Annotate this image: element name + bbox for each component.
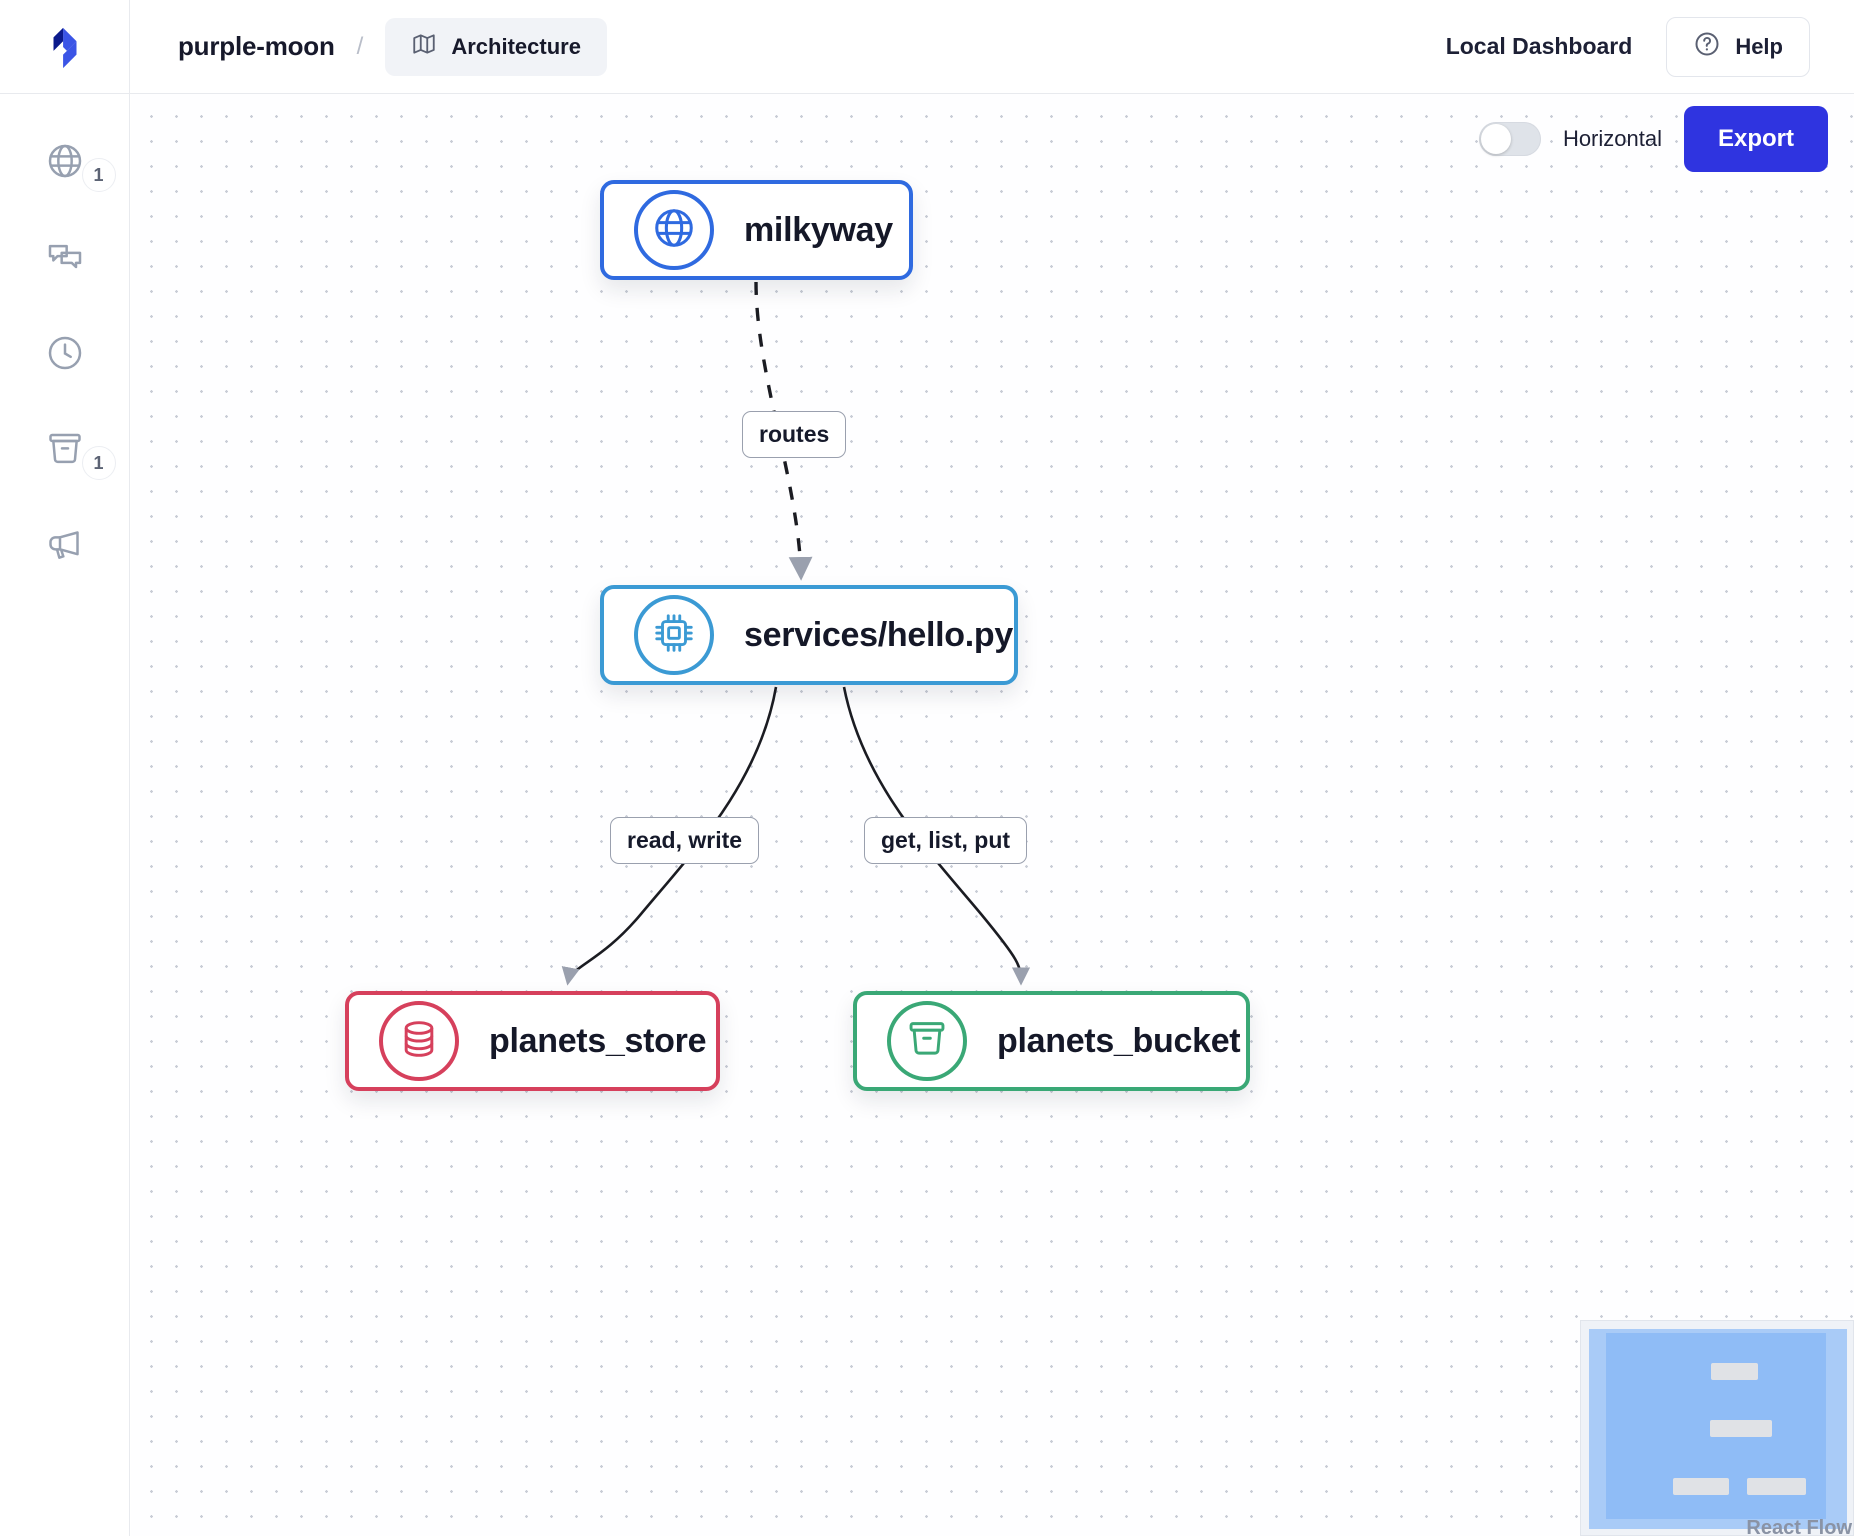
node-milkyway-icon-circle [634, 190, 714, 270]
sidebar-item-globe[interactable]: 1 [28, 126, 116, 196]
edge-routes [754, 281, 813, 581]
minimap-node-store [1673, 1478, 1729, 1495]
sidebar-item-buckets[interactable]: 1 [28, 414, 116, 484]
minimap-node-bucket [1747, 1478, 1806, 1495]
node-planets-store[interactable]: planets_store [345, 991, 720, 1091]
tab-architecture[interactable]: Architecture [385, 17, 607, 76]
cpu-chip-icon [651, 610, 697, 661]
sidebar-item-history[interactable] [28, 318, 102, 388]
chat-bubbles-icon [45, 237, 85, 277]
node-milkyway-label: milkyway [744, 210, 893, 249]
breadcrumb-separator: / [356, 32, 364, 60]
export-button[interactable]: Export [1683, 106, 1828, 172]
minimap-viewport [1606, 1333, 1826, 1519]
node-planets-bucket[interactable]: planets_bucket [853, 991, 1250, 1091]
node-store-label: planets_store [489, 1021, 707, 1060]
sidebar-badge-buckets: 1 [81, 446, 116, 480]
node-service-icon-circle [634, 595, 714, 675]
architecture-canvas[interactable]: milkyway services/hello.py [131, 94, 1854, 1536]
megaphone-icon [45, 525, 85, 565]
app-logo-icon [53, 27, 76, 69]
minimap[interactable] [1580, 1320, 1854, 1536]
node-milkyway[interactable]: milkyway [600, 180, 913, 280]
edges-layer [561, 281, 1031, 986]
node-services-hello-py[interactable]: services/hello.py [600, 585, 1018, 685]
header-right-group: Local Dashboard Help [1445, 16, 1854, 77]
clock-icon [45, 333, 85, 373]
help-button-label: Help [1735, 33, 1783, 59]
minimap-node-milkyway [1711, 1363, 1758, 1380]
help-button[interactable]: Help [1666, 16, 1810, 77]
database-icon [397, 1017, 441, 1066]
edge-label-read-write[interactable]: read, write [610, 817, 760, 864]
top-header: purple-moon / Architecture Local Dashboa… [0, 0, 1854, 94]
bucket-icon [905, 1017, 949, 1066]
node-bucket-icon-circle [887, 1001, 967, 1081]
edge-label-routes[interactable]: routes [742, 411, 847, 458]
minimap-node-service [1710, 1420, 1772, 1437]
edge-label-get-list-put[interactable]: get, list, put [864, 817, 1028, 864]
react-flow-attribution[interactable]: React Flow [1746, 1517, 1852, 1536]
orientation-toggle-knob [1480, 124, 1511, 154]
edge-read-write [561, 686, 778, 986]
local-dashboard-label: Local Dashboard [1445, 33, 1633, 59]
node-store-icon-circle [379, 1001, 459, 1081]
app-logo[interactable] [0, 0, 130, 94]
left-sidebar: 1 [0, 94, 130, 1536]
tab-architecture-label: Architecture [451, 33, 581, 59]
sidebar-item-announcements[interactable] [28, 510, 102, 580]
orientation-toggle-label: Horizontal [1562, 126, 1662, 151]
canvas-controls: Horizontal Export [1478, 106, 1828, 172]
sidebar-item-messages[interactable] [28, 222, 102, 292]
globe-icon [651, 205, 697, 256]
question-circle-icon [1693, 30, 1721, 63]
bucket-icon [45, 429, 85, 469]
sidebar-badge-globe: 1 [81, 158, 116, 192]
map-icon [411, 31, 437, 62]
node-bucket-label: planets_bucket [997, 1021, 1241, 1060]
edge-get-list-put [842, 686, 1031, 986]
orientation-toggle[interactable] [1478, 122, 1541, 156]
breadcrumb-project[interactable]: purple-moon [178, 31, 335, 61]
globe-icon [45, 141, 85, 181]
node-service-label: services/hello.py [744, 615, 1013, 654]
